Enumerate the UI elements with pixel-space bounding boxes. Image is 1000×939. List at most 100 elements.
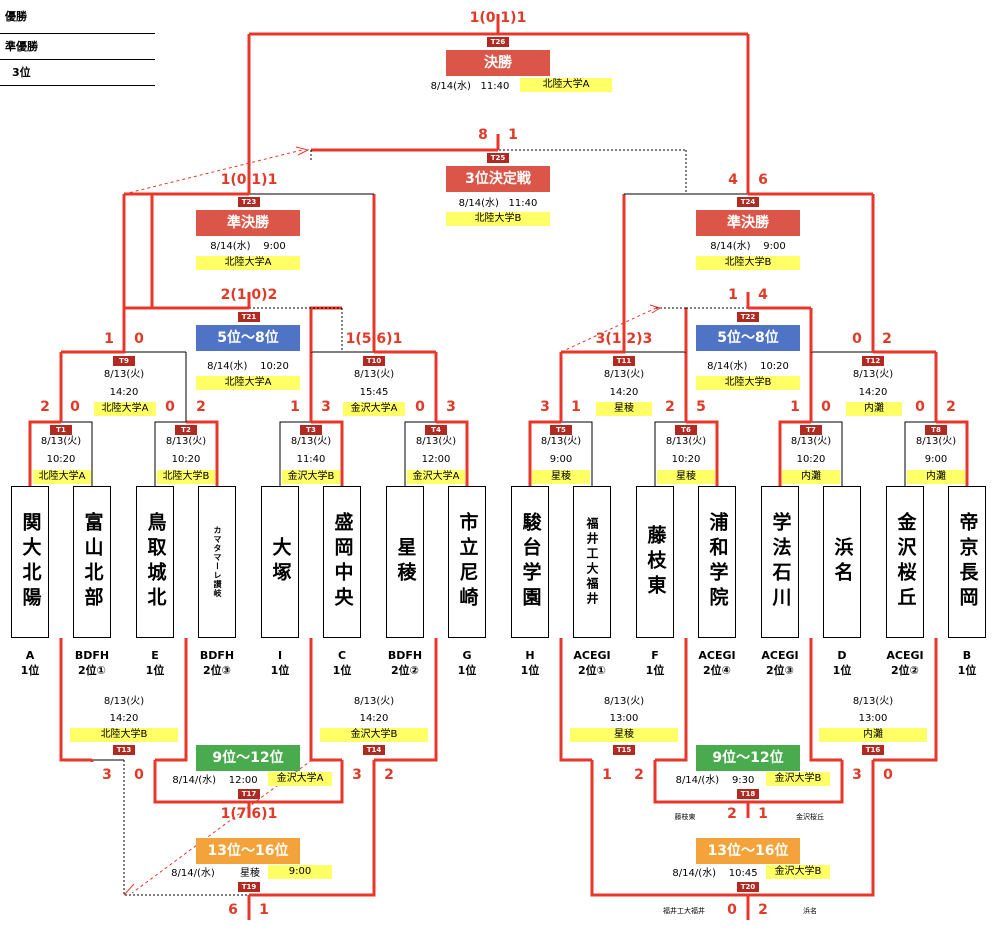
t7-venue: 内灘	[782, 470, 840, 484]
t20-date: 8/14/(水)	[672, 868, 717, 879]
final-time: 11:40	[480, 81, 510, 92]
t1-date: 8/13(火)	[40, 436, 82, 447]
sf-left-score: 1(0 1)1	[220, 172, 278, 188]
t4-score-left: 0	[415, 399, 425, 415]
team-teikyonagaoka: 帝京長岡	[948, 486, 986, 638]
t7-score-left: 1	[790, 399, 800, 415]
sf-right-datetime: 8/14(水) 9:00	[698, 240, 798, 253]
t8-time: 9:00	[924, 454, 948, 465]
r1316-right-datetime: 8/14/(水) 10:45	[665, 867, 765, 880]
t5-score-right: 1	[571, 399, 581, 415]
rank-third: 3位	[0, 64, 155, 86]
team-kamatamare-sanuki: カマタマーレ讃岐	[198, 486, 236, 638]
r1316-right-header: 13位～16位	[696, 838, 800, 864]
match-id-t20: T20	[737, 882, 759, 892]
seed-group: ACEGI	[761, 649, 799, 662]
match-id-t11: T11	[613, 356, 635, 366]
match-id-t12: T12	[862, 356, 884, 366]
t12-score-left: 0	[852, 331, 862, 347]
r58-right-venue: 北陸大学B	[696, 376, 800, 390]
seed-rank: 2位③	[766, 664, 794, 677]
match-id-t25: T25	[487, 153, 509, 163]
t8-score-right: 2	[946, 399, 956, 415]
t20-score-left: 0	[727, 902, 737, 918]
r58-left-venue: 北陸大学A	[196, 376, 300, 390]
t20-team-right: 浜名	[803, 907, 817, 915]
final-venue: 北陸大学A	[520, 78, 612, 92]
seed-rank: 2位①	[578, 664, 606, 677]
line-t6-win	[686, 420, 719, 486]
seed-rank: 1位	[20, 664, 40, 677]
t18-time: 9:30	[731, 775, 755, 786]
t11-venue: 星稜	[596, 402, 652, 416]
t12-date: 8/13(火)	[852, 369, 894, 380]
line-t1-win	[28, 420, 61, 486]
match-id-t3: T3	[300, 425, 322, 435]
t5-venue: 星稜	[532, 470, 590, 484]
t5-time: 9:00	[549, 454, 573, 465]
r58-left-date: 8/14(水)	[207, 361, 248, 372]
t2-date: 8/13(火)	[165, 436, 207, 447]
match-id-t24: T24	[737, 197, 759, 207]
third-score-right: 1	[508, 127, 518, 143]
seed-rank: 1位	[520, 664, 540, 677]
line-t16	[809, 638, 842, 762]
third-venue: 北陸大学B	[446, 212, 550, 226]
t1-score-left: 2	[40, 399, 50, 415]
seed-label: ACEGI 2位③	[755, 648, 805, 678]
seed-rank: 2位④	[703, 664, 731, 677]
t9-venue: 北陸大学A	[94, 402, 156, 416]
t1-score-right: 0	[70, 399, 80, 415]
t18-team-right: 金沢桜丘	[796, 813, 824, 821]
rank-label: 3位	[12, 66, 31, 79]
team-fukuikodaifukui: 福井工大福井	[573, 486, 611, 638]
seed-group: C	[337, 649, 347, 662]
team-tottorijohoku: 鳥取城北	[136, 486, 174, 638]
match-id-t23: T23	[238, 197, 260, 207]
r58-right-date: 8/14(水)	[707, 361, 748, 372]
r58-right-score-left: 1	[728, 287, 738, 303]
seed-group: ACEGI	[886, 649, 924, 662]
t19-score-left: 6	[228, 902, 238, 918]
match-id-t9: T9	[113, 356, 135, 366]
t18-team-left: 藤枝東	[674, 813, 696, 821]
t14-venue: 金沢大学B	[320, 728, 428, 742]
t10-score: 1(5 6)1	[345, 331, 403, 347]
t15-score-left: 1	[602, 767, 612, 783]
t4-venue: 金沢大学A	[407, 470, 465, 484]
t19-time: 9:00	[268, 865, 332, 879]
t2-venue: 北陸大学B	[157, 470, 215, 484]
t3-score-right: 3	[321, 399, 331, 415]
match-id-t15: T15	[613, 745, 635, 755]
line-t4-win	[436, 420, 469, 486]
match-id-t2: T2	[175, 425, 197, 435]
r1316-left-header: 13位～16位	[196, 838, 300, 864]
t16-time: 13:00	[858, 713, 888, 724]
t6-date: 8/13(火)	[665, 436, 707, 447]
t14-date: 8/13(火)	[353, 696, 395, 707]
match-id-t14: T14	[363, 745, 385, 755]
seed-rank: 1位	[957, 664, 977, 677]
t6-score-right: 5	[696, 399, 706, 415]
match-id-t18: T18	[737, 789, 759, 799]
r1316-right-venue: 金沢大学B	[766, 865, 830, 879]
seed-rank: 1位	[457, 664, 477, 677]
line-t2-win	[186, 420, 219, 486]
r912-left-venue: 金沢大学A	[268, 772, 332, 786]
seed-group: ACEGI	[698, 649, 736, 662]
sf-left-date: 8/14(水)	[210, 241, 251, 252]
r912-right-datetime: 8/14/(水) 9:30	[665, 774, 765, 787]
seed-group: I	[277, 649, 283, 662]
r912-left-datetime: 8/14/(水) 12:00	[165, 774, 265, 787]
t8-score-left: 0	[915, 399, 925, 415]
team-seiryo: 星稜	[386, 486, 424, 638]
match-id-t8: T8	[925, 425, 947, 435]
t16-score-left: 3	[852, 767, 862, 783]
final-date: 8/14(水)	[430, 81, 471, 92]
seed-rank: 2位①	[78, 664, 106, 677]
t9-score-left: 1	[104, 331, 114, 347]
